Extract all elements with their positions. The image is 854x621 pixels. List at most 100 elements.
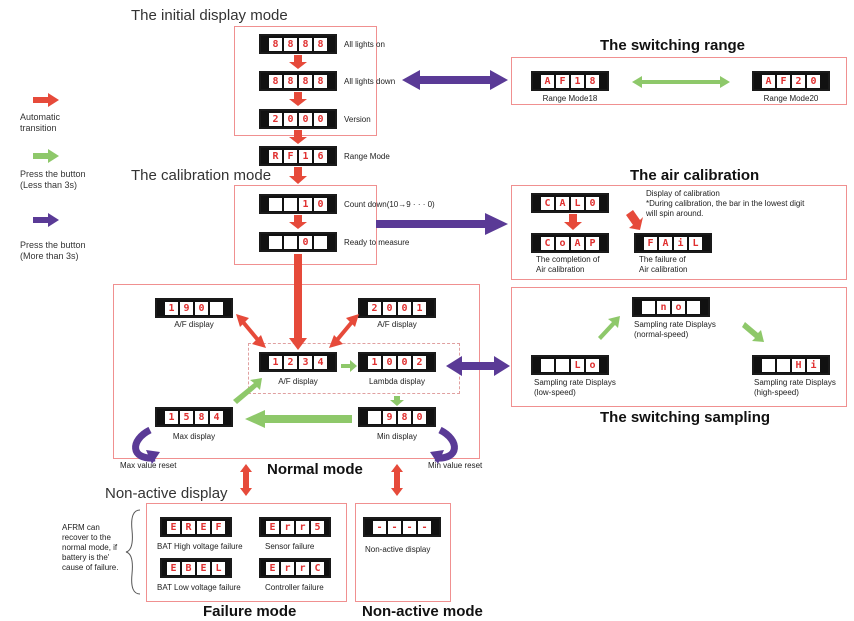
segment-digit: 8 xyxy=(398,410,411,424)
arrow-samp-1 xyxy=(598,316,620,340)
arrow-min-max xyxy=(245,410,352,428)
label-bat-low: BAT Low voltage failure xyxy=(157,583,241,592)
segment-digit: 0 xyxy=(299,112,312,126)
title-switching-range: The switching range xyxy=(600,37,746,54)
label-bat-high: BAT High voltage failure xyxy=(157,542,243,551)
aircal-note-body: *During calibration, the bar in the lowe… xyxy=(646,199,805,218)
segment-digit: A xyxy=(556,196,569,210)
segment-digit: L xyxy=(571,196,584,210)
label-sampling-high: Sampling rate Displays (high-speed) xyxy=(754,378,836,397)
display-non-active: ---- xyxy=(363,517,441,537)
label-ready: Ready to measure xyxy=(344,238,410,247)
segment-digit: F xyxy=(212,520,225,534)
segment-digit xyxy=(368,410,381,424)
arrow-down-aircal xyxy=(564,214,582,230)
arrow-af2 xyxy=(335,320,354,342)
failure-frame xyxy=(146,503,347,602)
segment-digit: 9 xyxy=(383,410,396,424)
segment-digit: 0 xyxy=(314,197,327,211)
initial-frame xyxy=(234,26,377,136)
segment-digit: A xyxy=(659,236,672,250)
title-non-active-display: Non-active display xyxy=(105,485,228,502)
label-min: Min display xyxy=(376,432,417,441)
title-switching-sampling: The switching sampling xyxy=(600,409,771,426)
arrow-samp-2 xyxy=(742,322,764,342)
segment-digit: r xyxy=(281,561,294,575)
segment-digit xyxy=(314,235,327,249)
label-min-reset: Min value reset xyxy=(428,461,483,470)
label-range20: Range Mode20 xyxy=(763,94,819,103)
segment-digit: 0 xyxy=(807,74,820,88)
legend-purple-arrow-icon xyxy=(33,213,59,227)
legend-auto: Automatic transition xyxy=(20,112,61,133)
segment-digit: - xyxy=(388,520,401,534)
segment-digit: 1 xyxy=(299,149,312,163)
failure-note: AFRM can recover to the normal mode, if … xyxy=(62,523,119,572)
segment-digit: 8 xyxy=(586,74,599,88)
arrow-max-af xyxy=(233,378,262,404)
title-non-active-mode: Non-active mode xyxy=(362,603,483,620)
segment-digit: F xyxy=(777,74,790,88)
segment-digit xyxy=(269,235,282,249)
segment-digit: 8 xyxy=(299,37,312,51)
arrow-samp-purple xyxy=(446,356,510,376)
arrow-normal-failure xyxy=(240,464,252,496)
title-calibration: The calibration mode xyxy=(131,167,272,184)
segment-digit: i xyxy=(674,236,687,250)
segment-digit: 0 xyxy=(586,196,599,210)
segment-digit: 0 xyxy=(383,355,396,369)
label-fail: The failure of Air calibration xyxy=(639,255,688,274)
label-sampling-low: Sampling rate Displays (low-speed) xyxy=(534,378,616,397)
min-reset-arrow xyxy=(434,426,458,462)
segment-digit: 4 xyxy=(314,355,327,369)
segment-digit: R xyxy=(182,520,195,534)
arrow-down-4 xyxy=(289,167,307,184)
segment-digit: n xyxy=(657,300,670,314)
arrow-down-2 xyxy=(289,92,307,106)
arrow-lambda-min xyxy=(390,396,404,406)
arrow-range-lr xyxy=(632,76,730,88)
segment-digit: 1 xyxy=(413,301,426,315)
segment-digit: E xyxy=(197,561,210,575)
segment-digit: o xyxy=(556,236,569,250)
segment-digit xyxy=(284,197,297,211)
segment-digit: 6 xyxy=(314,149,327,163)
segment-digit: i xyxy=(807,358,820,372)
segment-digit xyxy=(541,358,554,372)
segment-digit: 0 xyxy=(398,301,411,315)
segment-digit xyxy=(269,197,282,211)
range-frame xyxy=(511,57,847,105)
label-af2: A/F display xyxy=(377,320,417,329)
segment-digit: 0 xyxy=(383,301,396,315)
segment-digit xyxy=(284,235,297,249)
aircal-frame xyxy=(511,185,847,280)
segment-digit: 8 xyxy=(299,74,312,88)
label-all-on: All lights on xyxy=(344,40,385,49)
label-lambda: Lambda display xyxy=(368,377,426,386)
segment-digit: F xyxy=(556,74,569,88)
segment-digit: 8 xyxy=(314,37,327,51)
segment-digit: 2 xyxy=(368,301,381,315)
segment-digit: L xyxy=(212,561,225,575)
label-version: Version xyxy=(344,115,371,124)
segment-digit: 3 xyxy=(299,355,312,369)
segment-digit: 0 xyxy=(195,301,208,315)
title-failure: Failure mode xyxy=(203,603,297,620)
label-range18: Range Mode18 xyxy=(542,94,598,103)
segment-digit xyxy=(777,358,790,372)
